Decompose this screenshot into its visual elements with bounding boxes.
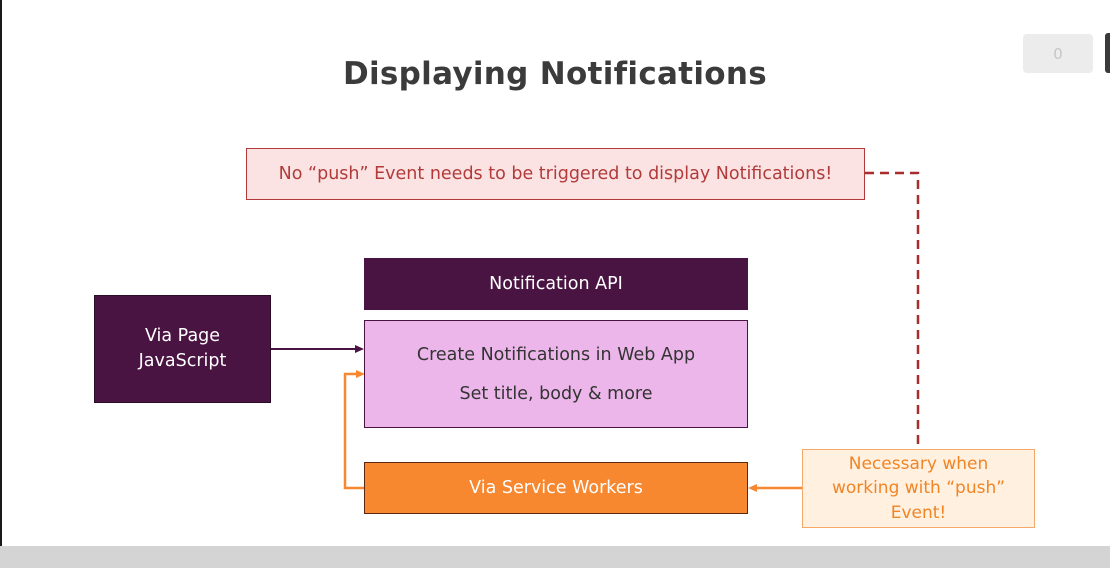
counter-badge[interactable]: 0 — [1023, 34, 1093, 73]
javascript-label: JavaScript — [138, 351, 227, 371]
dashed-connector — [865, 171, 920, 449]
arrowhead-page-to-create — [355, 345, 364, 353]
set-title-body-label: Set title, body & more — [459, 383, 653, 404]
via-service-workers-box: Via Service Workers — [364, 462, 748, 514]
push-note-line3: Event! — [890, 502, 947, 523]
notification-api-label: Notification API — [489, 274, 623, 294]
via-service-workers-label: Via Service Workers — [469, 478, 643, 498]
side-scroll-handle[interactable] — [1105, 33, 1110, 73]
via-page-javascript-box: Via Page JavaScript — [94, 295, 271, 403]
arrowhead-note-to-sw — [748, 484, 757, 492]
notification-api-box: Notification API — [364, 258, 748, 310]
via-page-label: Via Page — [144, 326, 221, 346]
push-note-line2: working with “push” — [831, 478, 1006, 499]
create-notifications-box: Create Notifications in Web App Set titl… — [364, 320, 748, 428]
left-edge-divider — [0, 0, 2, 546]
no-push-note: No “push” Event needs to be triggered to… — [246, 148, 865, 200]
push-necessary-note: Necessary when working with “push” Event… — [802, 449, 1035, 528]
create-notifications-label: Create Notifications in Web App — [416, 344, 696, 365]
no-push-note-text: No “push” Event needs to be triggered to… — [278, 164, 833, 184]
push-note-line1: Necessary when — [848, 453, 989, 474]
slide-title: Displaying Notifications — [342, 56, 768, 92]
player-bottom-bar — [0, 546, 1110, 568]
arrow-sw-to-create — [343, 372, 364, 490]
